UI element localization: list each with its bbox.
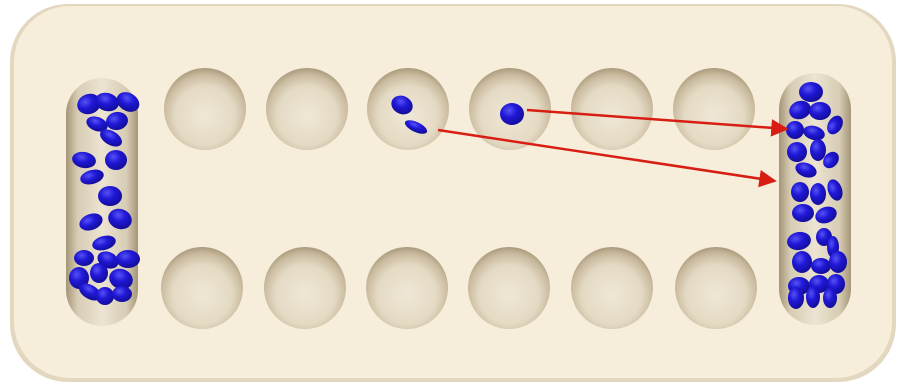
- move-arrows: [437, 108, 789, 188]
- bottom-row: [161, 247, 757, 329]
- blue-stone-icon: [79, 213, 103, 231]
- blue-stone-icon: [90, 263, 108, 283]
- blue-stone-icon: [788, 287, 804, 309]
- bottom-pit-2[interactable]: [264, 247, 346, 329]
- blue-stone-icon: [109, 268, 133, 290]
- blue-stone-icon: [786, 121, 804, 139]
- top-pit-6[interactable]: [673, 68, 755, 150]
- blue-stone-icon: [806, 286, 820, 308]
- blue-stone-icon: [811, 258, 831, 274]
- blue-stone-icon: [810, 139, 826, 161]
- blue-stone-icon: [823, 151, 839, 169]
- blue-stone-icon: [789, 100, 811, 120]
- blue-stone-icon: [829, 251, 847, 273]
- blue-stone-icon: [827, 179, 843, 201]
- bottom-pit-4[interactable]: [468, 247, 550, 329]
- blue-stone-icon: [792, 251, 812, 273]
- bottom-pit-5[interactable]: [571, 247, 653, 329]
- blue-stone-icon: [810, 183, 826, 205]
- bottom-pit-3[interactable]: [366, 247, 448, 329]
- blue-stone-icon: [74, 250, 94, 266]
- blue-stone-icon: [72, 151, 96, 169]
- board-surface: [14, 6, 892, 378]
- blue-stone-icon: [69, 267, 89, 289]
- blue-stone-icon: [792, 204, 814, 222]
- blue-stone-icon: [116, 92, 140, 112]
- blue-stone-icon: [108, 208, 132, 230]
- blue-stone-icon: [106, 111, 128, 131]
- bottom-pit-6[interactable]: [675, 247, 757, 329]
- right-store-stones: [786, 82, 847, 309]
- blue-stone-icon: [809, 102, 831, 120]
- blue-stone-icon: [500, 103, 524, 125]
- blue-stone-icon: [105, 150, 127, 170]
- blue-stone-icon: [787, 231, 811, 251]
- blue-stone-icon: [100, 129, 122, 147]
- blue-stone-icon: [92, 235, 116, 251]
- bottom-pit-1[interactable]: [161, 247, 243, 329]
- top-pit-2[interactable]: [266, 68, 348, 150]
- blue-stone-icon: [803, 125, 825, 141]
- blue-stone-icon: [827, 115, 843, 135]
- top-pit-5[interactable]: [571, 68, 653, 150]
- top-pit-3-stones: [391, 95, 428, 134]
- blue-stone-icon: [96, 287, 114, 305]
- blue-stone-icon: [404, 120, 428, 134]
- top-pit-1[interactable]: [164, 68, 246, 150]
- blue-stone-icon: [95, 92, 119, 112]
- blue-stone-icon: [80, 169, 104, 185]
- blue-stone-icon: [116, 250, 140, 268]
- blue-stone-icon: [815, 206, 837, 224]
- blue-stone-icon: [77, 93, 101, 115]
- blue-stone-icon: [791, 182, 809, 202]
- blue-stone-icon: [79, 283, 101, 301]
- blue-stone-icon: [112, 286, 132, 302]
- blue-stone-icon: [787, 142, 807, 162]
- blue-stone-icon: [391, 95, 413, 115]
- blue-stone-icon: [98, 186, 122, 206]
- blue-stone-icon: [823, 288, 837, 308]
- blue-stone-icon: [795, 162, 817, 178]
- blue-stone-icon: [86, 116, 108, 132]
- left-store-stones: [69, 92, 140, 305]
- red-move-arrow-icon: [526, 108, 789, 137]
- blue-stone-icon: [799, 82, 823, 102]
- top-pit-4-stones: [500, 103, 524, 125]
- red-move-arrow-icon: [437, 128, 777, 188]
